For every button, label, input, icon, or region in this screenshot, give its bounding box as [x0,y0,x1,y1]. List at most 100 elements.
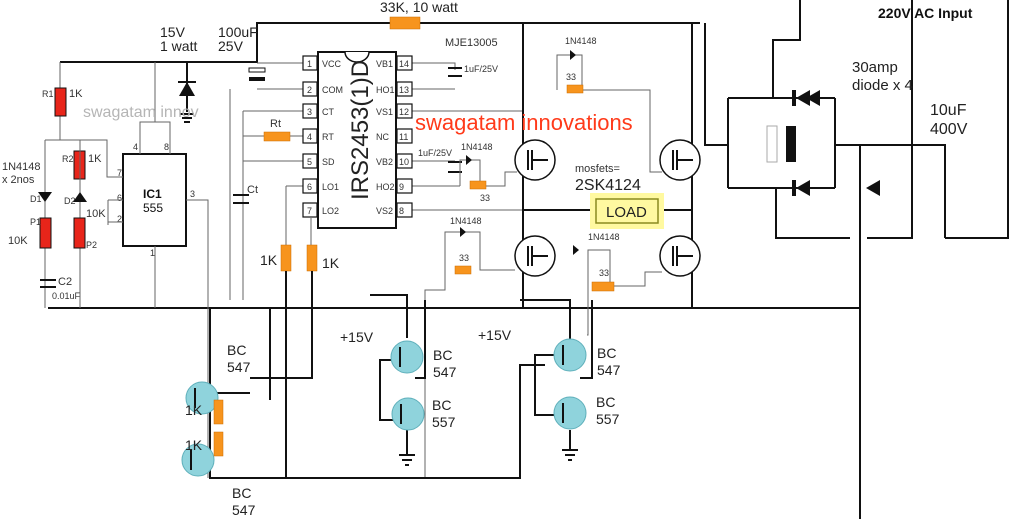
svg-text:4: 4 [307,132,312,142]
irs2453-ic [317,51,397,229]
main-cap-rating: 25V [218,38,244,54]
q2-label-b: 547 [232,502,256,518]
svg-text:LO1: LO1 [322,182,339,192]
svg-text:HO2: HO2 [376,182,395,192]
svg-text:13: 13 [399,85,409,95]
svg-text:5: 5 [307,157,312,167]
watermark-orange: swagatam innovations [415,110,633,135]
ic1-part: 555 [143,201,163,215]
filter-cap-rating: 400V [930,121,968,138]
ic-part-number: IRS2453(1)D [347,60,374,200]
zener-voltage: 15V [160,24,186,40]
svg-text:33: 33 [566,72,576,82]
load-box [595,198,659,224]
pin2: 2 [117,214,122,224]
svg-text:CT: CT [322,107,334,117]
rb1-label: 1K [185,402,203,418]
transistor-bases [190,345,564,470]
svg-text:VB2: VB2 [376,157,393,167]
q4-label-a: BC [432,397,451,413]
pin1: 1 [150,248,155,258]
p2-pot[interactable] [73,217,86,249]
555-wiring [45,62,209,478]
svg-text:VS1: VS1 [376,107,393,117]
ground-icons [399,449,578,466]
lo-wires [250,271,313,478]
watermark-gray: swagatam innov [83,104,199,121]
svg-text:33: 33 [480,193,490,203]
q-mid-top-bc547 [390,340,424,374]
q5-label-b: 547 [597,362,621,378]
svg-text:HO1: HO1 [376,85,395,95]
main-cap-icon [248,67,266,73]
mosfet-top-right [659,139,701,181]
r2-value: 1K [88,153,102,165]
svg-text:10: 10 [399,157,409,167]
dropper-resistor [389,16,421,30]
bridge-label-2: diode x 4 [852,77,913,94]
svg-text:1N4148: 1N4148 [588,232,620,242]
q3-label-a: BC [433,347,452,363]
ic1-name: IC1 [143,187,162,201]
svg-text:1N4148: 1N4148 [450,216,482,226]
p2-label: P2 [86,240,97,250]
q3-label-b: 547 [433,364,457,380]
mosfet-bottom-left [514,235,556,277]
svg-text:1: 1 [307,59,312,69]
diode-note-1: 1N4148 [2,161,41,173]
svg-text:COM: COM [322,85,343,95]
ct-capacitor [233,194,249,204]
svg-text:9: 9 [399,182,404,192]
svg-text:11: 11 [399,132,408,142]
d2-label: D2 [64,196,76,206]
ct-label: Ct [247,184,258,196]
boot-cap-2-label: 1uF/25V [418,148,452,158]
rt-label: Rt [270,118,281,130]
pin6: 6 [117,193,122,203]
svg-text:6: 6 [307,182,312,192]
bootstrap-capacitors [448,67,462,173]
r1-resistor [54,87,67,117]
q-mid-bottom-bc557 [391,397,425,431]
lo2-resistor [306,244,318,272]
zener-watt: 1 watt [160,38,197,54]
mosfet-top-left [514,139,556,181]
bridge-diodes [792,90,880,196]
mje-label: MJE13005 [445,37,498,49]
c2-capacitor [40,279,56,288]
svg-text:33: 33 [599,268,609,278]
rt-resistor [263,131,291,142]
c2-value: 0.01uF [52,291,81,301]
svg-text:1N4148: 1N4148 [565,36,597,46]
mosfet-part: 2SK4124 [575,177,641,194]
mosfet-note: mosfets= [575,163,620,175]
r2-label: R2 [62,154,74,164]
ic-notch [344,51,370,63]
q-right-top-bc547 [553,338,587,372]
timing-wires [44,140,81,308]
d1-label: D1 [30,194,42,204]
q6-label-b: 557 [596,411,620,427]
filter-cap-plate [786,126,796,162]
filter-cap-icon [766,125,778,163]
svg-text:VS2: VS2 [376,206,393,216]
r1-value: 1K [69,88,83,100]
r1-label: R1 [42,89,54,99]
q1-label-a: BC [227,342,246,358]
svg-text:VB1: VB1 [376,59,393,69]
rb2-resistor [213,431,224,457]
gate-network-1: 1N4148 33 [556,36,662,173]
svg-text:SD: SD [322,157,335,167]
q-right-bottom-bc557 [553,396,587,430]
dropper-label: 33K, 10 watt [380,0,458,15]
rb2-label: 1K [185,437,203,453]
svg-text:7: 7 [307,206,312,216]
c2-label: C2 [58,276,72,288]
diode-note-2: x 2nos [2,174,35,186]
boot-cap-1-label: 1uF/25V [464,64,498,74]
filter-cap-value: 10uF [930,102,967,119]
p1-pot[interactable] [39,217,52,249]
lo1-resistor [280,244,292,272]
